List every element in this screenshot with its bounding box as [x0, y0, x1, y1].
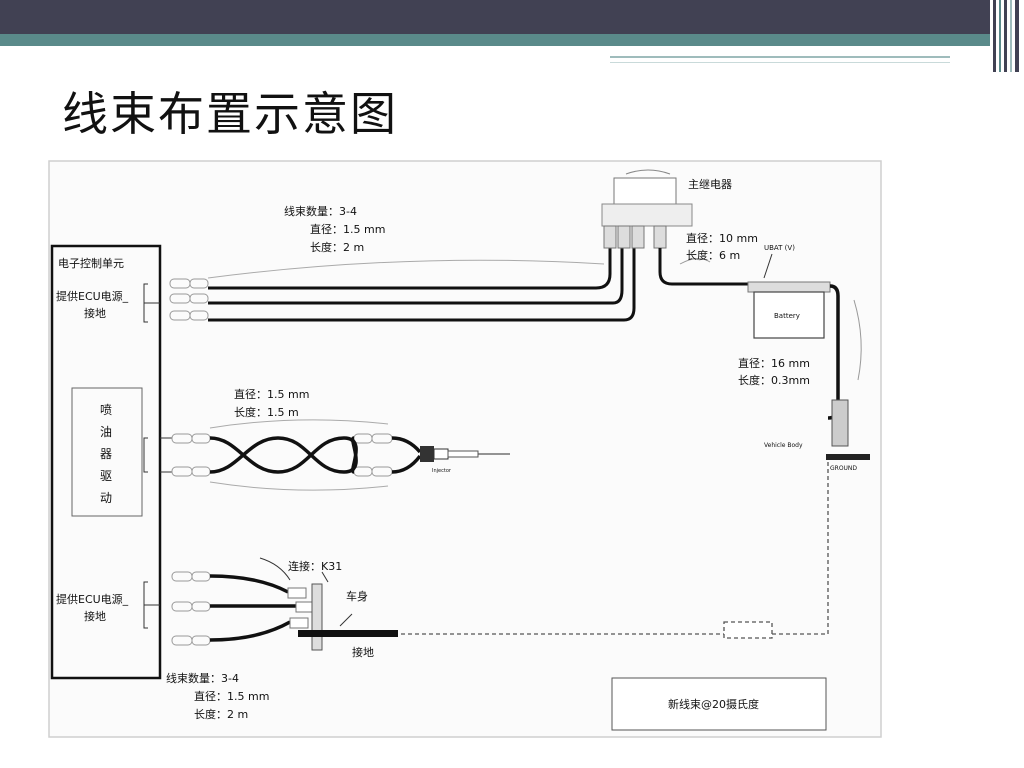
body-pointer — [339, 613, 353, 627]
top-ecu-connectors — [169, 278, 209, 321]
bottom-harness-wires — [209, 574, 296, 642]
injector-driver-char-3: 器 — [100, 447, 112, 461]
ground-label: GROUND — [830, 465, 857, 472]
teal-accent-bar — [0, 34, 1024, 46]
injector-body — [420, 446, 510, 462]
note-text: 新线束@20摄氏度 — [668, 697, 759, 711]
k31-bolt — [311, 583, 323, 651]
injector-driver-char-1: 喷 — [100, 403, 112, 417]
diagram-frame — [48, 160, 882, 738]
ecu-power-top-line2: 接地 — [84, 307, 106, 320]
bottom-harness-count: 线束数量：3-4 — [166, 671, 239, 685]
ecu-title: 电子控制单元 — [58, 256, 124, 270]
top-harness-diameter: 直径：1.5 mm — [310, 222, 385, 236]
injector-driver-char-4: 驱 — [100, 469, 112, 483]
dashed-component — [723, 621, 773, 639]
battery-wire-arc — [853, 299, 862, 381]
ground-bolt — [831, 399, 849, 447]
ecu-brackets — [143, 283, 172, 629]
connector-pointer — [321, 571, 329, 583]
bottom-harness-length: 长度：2 m — [194, 707, 248, 721]
top-harness-wires — [208, 248, 636, 322]
slide-title: 线束布置示意图 — [62, 87, 398, 141]
injector-label: Injector — [432, 468, 452, 474]
top-harness-length: 长度：2 m — [310, 240, 364, 254]
injector-wire-arc-top — [209, 419, 389, 429]
harness-diagram: 电子控制单元 提供ECU电源_ 接地 喷 油 器 驱 动 提供ECU电源_ 接地… — [48, 160, 882, 738]
ecu-power-bottom-line1: 提供ECU电源_ — [56, 592, 129, 606]
ecu-power-top-line1: 提供ECU电源_ — [56, 289, 129, 303]
note-box — [611, 677, 827, 731]
main-relay-label: 主继电器 — [688, 178, 732, 191]
injector-wire-length: 长度：1.5 m — [234, 405, 299, 419]
ground-cn-label: 接地 — [352, 646, 374, 659]
k31-lug-3 — [289, 617, 309, 629]
battery-wire-length: 长度：0.3mm — [738, 373, 810, 387]
accent-line-secondary — [610, 62, 950, 63]
harness-diagram-svg: 电子控制单元 提供ECU电源_ 接地 喷 油 器 驱 动 提供ECU电源_ 接地… — [48, 160, 882, 738]
injector-driver-char-5: 动 — [100, 491, 112, 505]
ubat-label: UBAT (V) — [764, 244, 795, 252]
dashed-ground-path — [398, 462, 829, 635]
body-ground-plate — [298, 630, 398, 637]
bottom-harness-arrow — [259, 557, 291, 581]
relay-wire-diameter: 直径：10 mm — [686, 231, 758, 245]
bottom-harness-diameter: 直径：1.5 mm — [194, 689, 269, 703]
relay-battery-wire — [658, 248, 748, 286]
relay-wire-arc — [679, 258, 711, 265]
battery-wire-diameter: 直径：16 mm — [738, 356, 810, 370]
accent-line — [610, 56, 950, 58]
main-relay — [601, 169, 693, 249]
injector-driver-box — [71, 387, 143, 517]
injector-driver-char-2: 油 — [100, 425, 112, 439]
injector-wire-diameter: 直径：1.5 mm — [234, 387, 309, 401]
injector-twisted-wires — [209, 436, 422, 474]
vehicle-body-label: Vehicle Body — [764, 442, 803, 449]
battery-label: Battery — [774, 312, 800, 320]
connector-label: 连接：K31 — [288, 560, 342, 573]
k31-lug-1 — [287, 587, 307, 599]
bottom-ecu-connectors — [171, 571, 211, 646]
corner-stripes — [990, 0, 1024, 72]
ubat-pointer — [763, 253, 773, 279]
ground-plate — [826, 454, 870, 460]
top-header-bar — [0, 0, 1024, 34]
relay-wire-length: 长度：6 m — [686, 248, 740, 262]
injector-wire-arc-bottom — [209, 481, 389, 491]
top-harness-count: 线束数量：3-4 — [284, 204, 357, 218]
k31-lug-2 — [295, 601, 315, 613]
ecu-box — [50, 244, 162, 680]
body-label: 车身 — [346, 589, 368, 603]
battery-body — [753, 291, 825, 339]
ecu-power-bottom-line2: 接地 — [84, 610, 106, 623]
battery-terminals — [747, 281, 831, 293]
top-harness-arc — [207, 259, 605, 279]
